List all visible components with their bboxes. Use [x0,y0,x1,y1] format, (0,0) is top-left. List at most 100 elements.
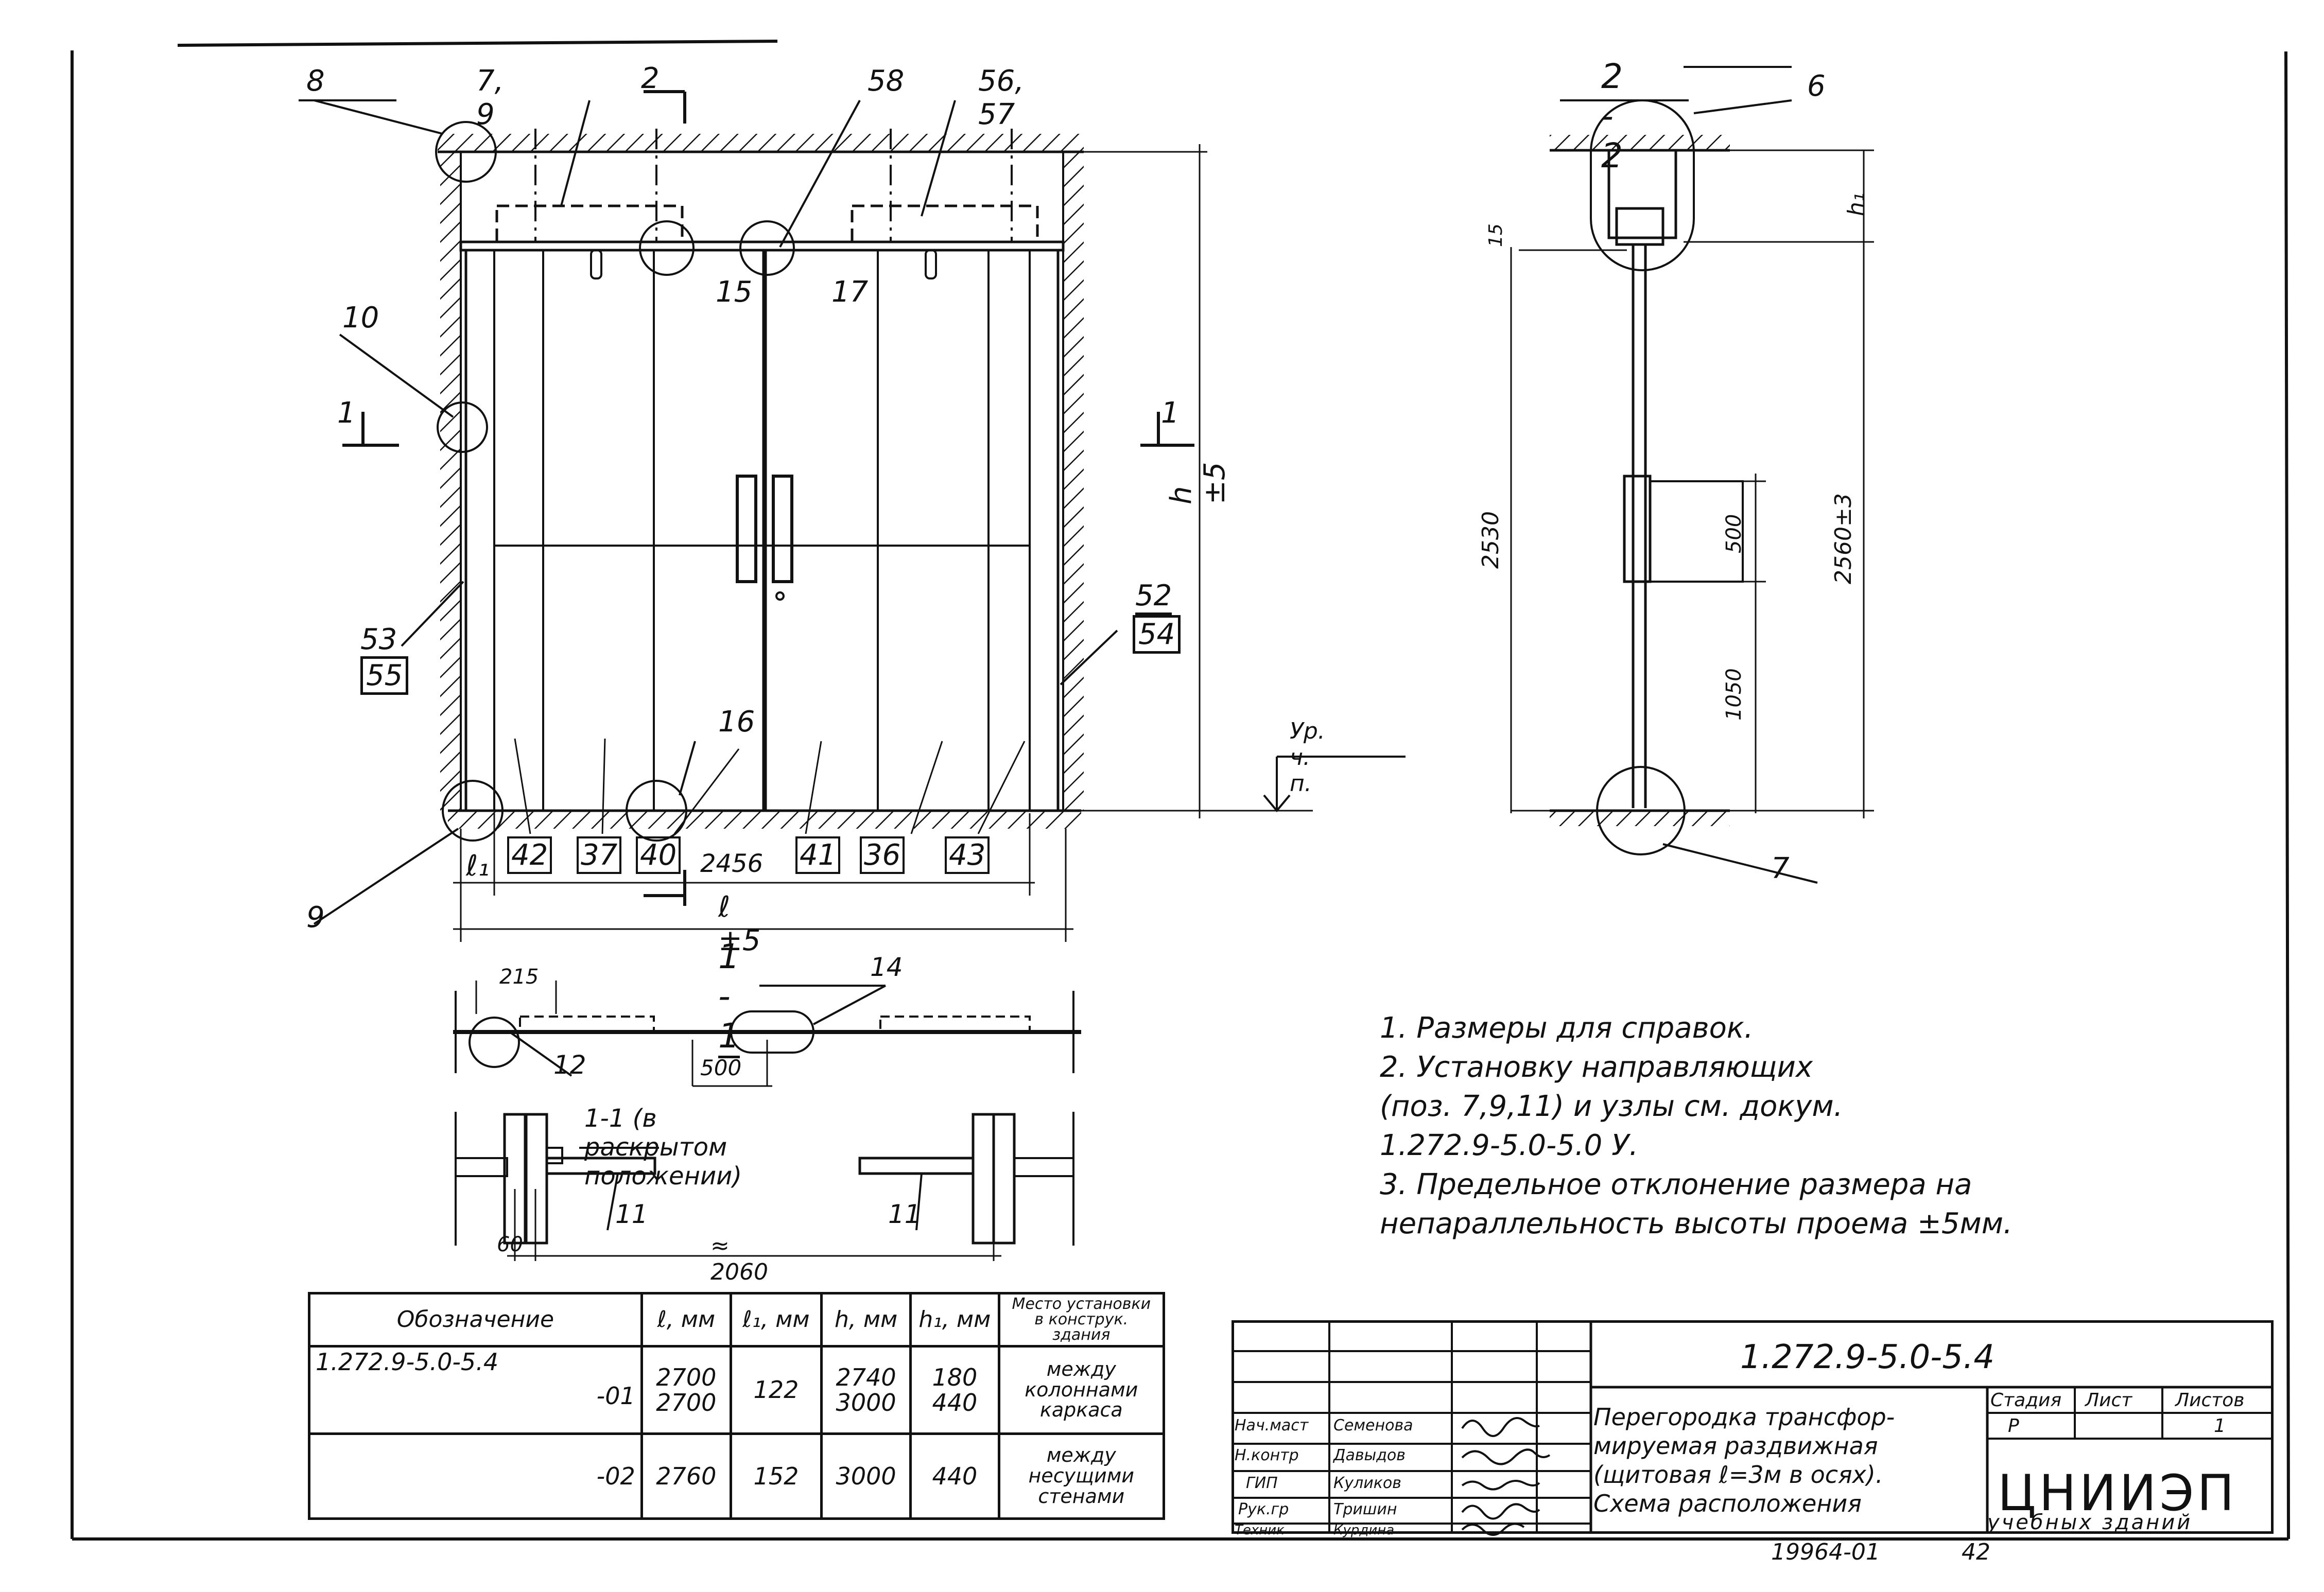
label-10: 10 [342,301,379,335]
spec-variant-01: -01 [596,1382,635,1410]
spec-h-02: 3000 [820,1432,912,1520]
label-floor-level: Ур. ч. п. [1290,718,1325,797]
role-4: Рук.гр [1238,1500,1289,1518]
spec-col-l1: ℓ₁, мм [729,1292,823,1348]
spec-place-02-a: между [1046,1444,1116,1467]
spec-header-row: Обозначение ℓ, мм ℓ₁, мм h, мм h₁, мм Ме… [308,1292,1166,1348]
spec-variant-02: -02 [308,1432,643,1520]
doc-title-line-1: Перегородка трансфор- [1593,1403,1895,1431]
spec-row-02: -02 2760 152 3000 440 между несущими сте… [308,1432,1166,1520]
spec-col-h1: h₁, мм [909,1292,1000,1348]
spec-h-01-a: 2740 [836,1363,896,1392]
label-58: 58 [868,64,905,98]
label-500-1-1: 500 [700,1055,742,1080]
label-1-right: 1 [1161,396,1180,430]
section-2-2-title: 2 - 2 [1601,57,1623,176]
sheet-frame [71,40,2290,1541]
bottom-page: 42 [1962,1539,1990,1565]
doc-code: 1.272.9-5.0-5.4 [1740,1338,1995,1376]
spec-l1-02: 152 [729,1432,823,1520]
spec-l-01-a: 2700 [656,1363,717,1392]
spec-h-01: 2740 3000 [820,1345,912,1435]
stage-value-sheets: 1 [2214,1415,2226,1437]
note-3-cont: непараллельность высоты проема ±5мм. [1380,1207,2013,1240]
label-16: 16 [718,705,755,739]
spec-col-designation: Обозначение [308,1292,643,1348]
spec-l-01: 2700 2700 [640,1345,732,1435]
role-3: ГИП [1246,1474,1278,1492]
role-2: Н.контр [1235,1446,1299,1464]
section-1-1 [453,981,1081,1261]
name-5: Курдина [1333,1523,1395,1538]
title-block-grid [1232,1320,2274,1534]
name-2: Давыдов [1333,1446,1406,1464]
spec-h1-01-b: 440 [932,1388,978,1416]
doc-title-line-2: мируемая раздвижная [1593,1432,1878,1460]
spec-place-01-b: колоннами [1025,1378,1138,1401]
spec-l-01-b: 2700 [656,1388,717,1416]
bottom-number: 19964-01 [1771,1539,1880,1565]
label-6: 6 [1807,69,1826,103]
organization-sub: учебных зданий [1987,1511,2193,1534]
label-7: 7 [1771,852,1790,885]
label-36: 36 [860,836,905,874]
doc-title-line-3: (щитовая ℓ=3м в осях). [1593,1461,1883,1489]
doc-title: Перегородка трансфор- мируемая раздвижна… [1593,1403,1895,1518]
stage-value-stage: Р [2008,1415,2019,1437]
label-11-right: 11 [888,1199,921,1229]
spec-col-h: h, мм [820,1292,912,1348]
label-54: 54 [1133,615,1181,654]
label-56-57: 56, 57 [978,64,1025,131]
stage-header-stage: Стадия [1990,1390,2062,1411]
label-2060: ≈ 2060 [710,1233,768,1285]
label-12: 12 [553,1050,586,1080]
spec-place-02-b: несущими [1028,1464,1135,1488]
spec-h1-02: 440 [909,1432,1000,1520]
label-42: 42 [507,836,552,874]
spec-place-01-a: между [1046,1357,1116,1380]
role-5: Техник [1235,1523,1285,1538]
label-l1: ℓ₁ [466,849,490,883]
label-section-2-top: 2 [641,62,660,95]
role-1: Нач.маст [1235,1416,1309,1434]
spec-l-02: 2760 [640,1432,732,1520]
label-l-pm5: ℓ ±5 [718,890,761,957]
spec-h-01-b: 3000 [836,1388,896,1416]
front-elevation [299,90,1406,942]
note-1: 1. Размеры для справок. [1380,1011,1754,1045]
label-41: 41 [795,836,841,874]
label-40: 40 [636,836,681,874]
label-14: 14 [870,952,903,982]
label-52: 52 [1135,579,1172,615]
spec-place-02: между несущими стенами [997,1432,1166,1520]
label-60: 60 [497,1233,523,1256]
spec-row-01: 1.272.9-5.0-5.4 -01 2700 2700 122 2740 3… [308,1345,1166,1435]
name-3: Куликов [1333,1474,1401,1492]
spec-designation-cell: 1.272.9-5.0-5.4 -01 [308,1345,643,1435]
spec-col-place: Место установки в конструк. здания [997,1292,1166,1348]
label-11-left: 11 [615,1199,648,1229]
spec-table: Обозначение ℓ, мм ℓ₁, мм h, мм h₁, мм Ме… [308,1292,1166,1520]
label-9: 9 [306,901,325,934]
label-37: 37 [577,836,622,874]
stage-header-sheets: Листов [2175,1390,2245,1411]
label-15: 15 [716,275,753,309]
spec-place-01-c: каркаса [1039,1398,1123,1422]
section-1-1-title: 1 - 1 [718,937,740,1058]
label-1-left: 1 [337,396,356,430]
name-1: Семенова [1333,1416,1413,1434]
name-4: Тришин [1333,1500,1397,1518]
spec-h1-01: 180 440 [909,1345,1000,1435]
section-2-2 [1510,66,1874,884]
label-55: 55 [360,656,409,695]
title-block [1232,1320,2274,1534]
organization: ЦНИИЭП [1998,1464,2238,1522]
notes: 1. Размеры для справок. 2. Установку нап… [1380,1009,2013,1244]
spec-designation: 1.272.9-5.0-5.4 [316,1348,499,1376]
spec-h1-01-a: 180 [932,1363,978,1392]
label-2456: 2456 [700,849,764,878]
note-2-cont: (поз. 7,9,11) и узлы см. докум. [1380,1090,1843,1123]
